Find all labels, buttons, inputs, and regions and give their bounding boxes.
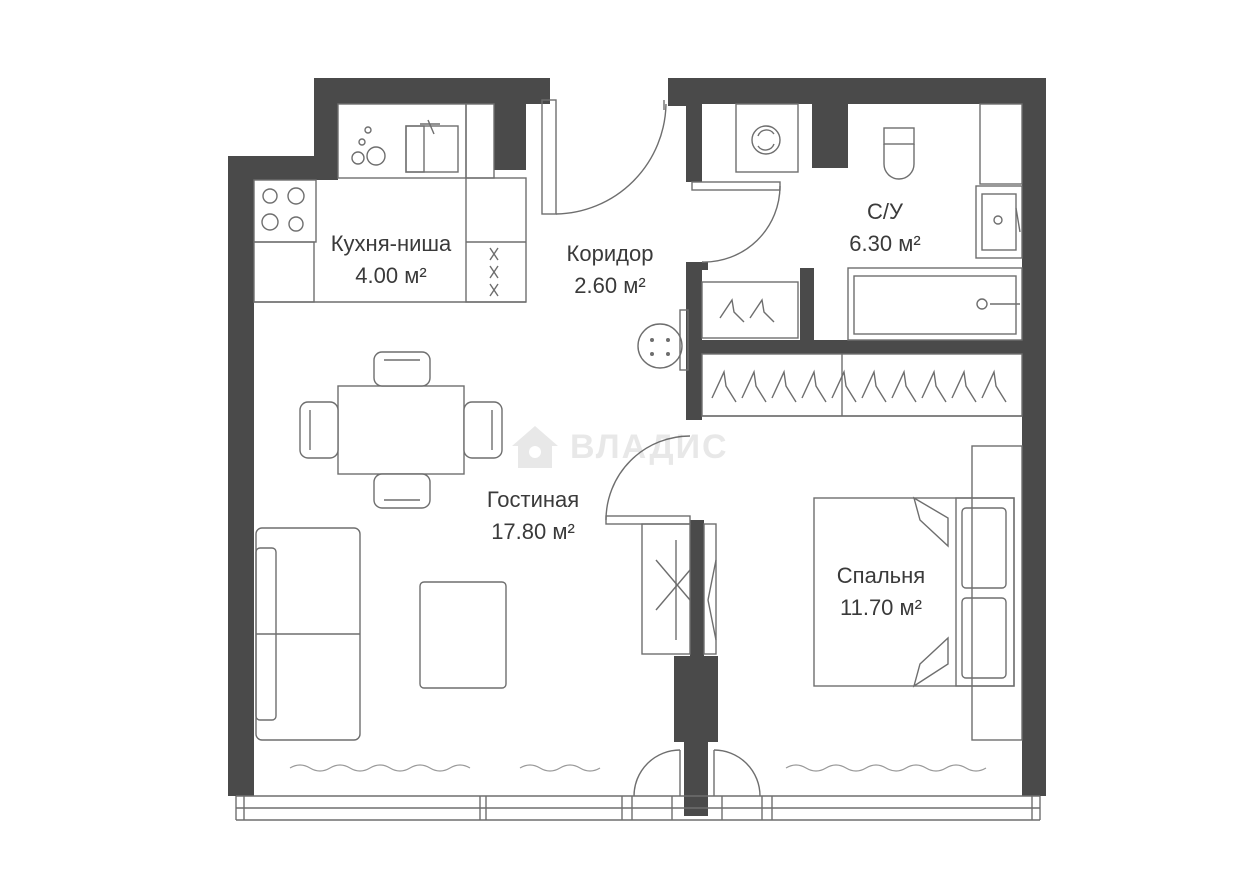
radiators [289,764,987,772]
kitchen-label: Кухня-ниша 4.00 м² [316,228,466,292]
balcony-doors [633,749,761,797]
kitchen-area: 4.00 м² [355,263,427,288]
hanger-icon [951,369,977,403]
dining-set [299,351,503,509]
bedroom-wardrobe [701,353,1023,417]
bathroom-area: 6.30 м² [849,231,921,256]
hanger-icon [891,369,917,403]
living-label: Гостиная 17.80 м² [458,484,608,548]
bedroom-label: Спальня 11.70 м² [806,560,956,624]
hanger-icon [741,369,767,403]
kitchen-furniture [253,103,527,303]
bathroom-door [691,181,781,263]
hanger-icon [831,369,857,403]
living-area: 17.80 м² [491,519,575,544]
hanger-icon [771,369,797,403]
kitchen-name: Кухня-ниша [330,231,452,256]
sofa [255,527,361,741]
bedroom-area: 11.70 м² [840,595,922,620]
house-logo-icon [512,426,558,468]
hanger-icon [921,369,947,403]
living-name: Гостиная [486,487,580,512]
bed [813,445,1023,741]
partition-cabinet [641,523,717,655]
coffee-table [419,581,507,689]
entrance-door [541,99,667,215]
bathroom-fixtures [735,103,1023,341]
corridor-stool [637,309,689,371]
watermark: ВЛАДИС [510,424,729,470]
window-frame [235,795,1041,821]
walls [228,78,1046,816]
bedroom-name: Спальня [836,563,926,588]
hanger-icon [861,369,887,403]
corridor-label: Коридор 2.60 м² [540,238,680,302]
corridor-area: 2.60 м² [574,273,646,298]
watermark-text: ВЛАДИС [570,427,729,466]
hanger-icon [801,369,827,403]
hall-wardrobe [701,281,799,339]
bathroom-name: С/У [867,199,903,224]
hanger-icon [981,369,1007,403]
hanger-icon [711,369,737,403]
corridor-name: Коридор [566,241,654,266]
bathroom-label: С/У 6.30 м² [820,196,950,260]
